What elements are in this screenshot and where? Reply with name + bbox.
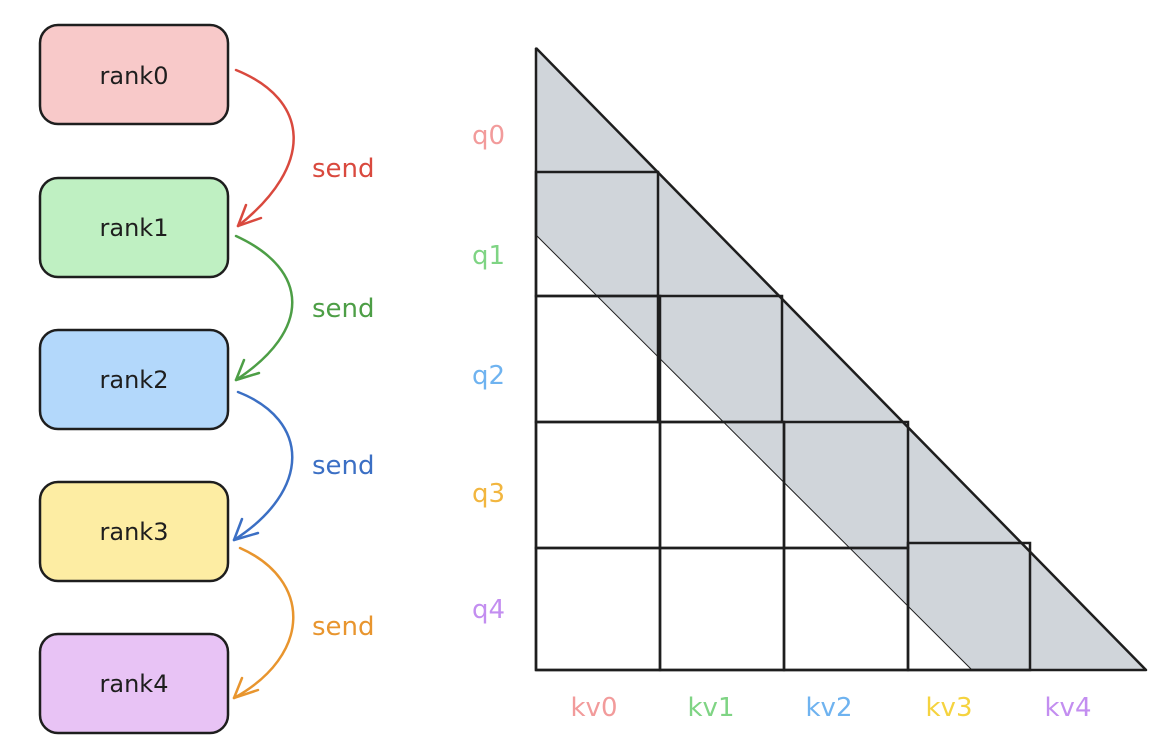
send-label-0: send (312, 154, 375, 184)
grid-cell-q4-kv0 (534, 546, 662, 672)
kv-label-0: kv0 (571, 693, 618, 723)
send-arrow-1 (234, 234, 294, 382)
q-label-1: q1 (472, 241, 505, 271)
rank-list: rank0 rank1 rank2 rank3 rank4 (38, 23, 230, 735)
send-arrow-3 (232, 546, 295, 700)
send-arrow-2 (232, 390, 294, 542)
kv-label-1: kv1 (688, 693, 735, 723)
rank-label-1: rank1 (100, 214, 169, 242)
rank-box-0 (38, 23, 230, 126)
rank-label-4: rank4 (100, 670, 169, 698)
send-arrow-0 (234, 68, 295, 228)
q-label-3: q3 (472, 479, 505, 509)
send-label-3: send (312, 612, 375, 642)
grid-cell-q4-kv1 (658, 546, 786, 672)
triangle-outline (534, 47, 1148, 672)
rank-box-4 (38, 632, 230, 735)
kv-labels: kv0 kv1 kv2 kv3 kv4 (571, 693, 1092, 723)
rank-box-2 (38, 328, 230, 431)
grid-cell-q3-kv0 (534, 420, 662, 550)
send-label-2: send (312, 451, 375, 481)
send-label-1: send (312, 294, 375, 324)
send-labels: send send send send (312, 154, 375, 642)
rank-label-0: rank0 (100, 62, 169, 90)
kv-label-2: kv2 (806, 693, 853, 723)
rank-box-3 (38, 480, 230, 583)
kv-label-3: kv3 (926, 693, 973, 723)
q-label-4: q4 (472, 595, 505, 625)
send-arrows (232, 68, 295, 700)
q-label-2: q2 (472, 361, 505, 391)
q-labels: q0 q1 q2 q3 q4 (472, 121, 505, 625)
kv-label-4: kv4 (1045, 693, 1092, 723)
rank-box-1 (38, 176, 230, 279)
q-label-0: q0 (472, 121, 505, 151)
rank-label-2: rank2 (100, 366, 169, 394)
rank-label-3: rank3 (100, 518, 169, 546)
